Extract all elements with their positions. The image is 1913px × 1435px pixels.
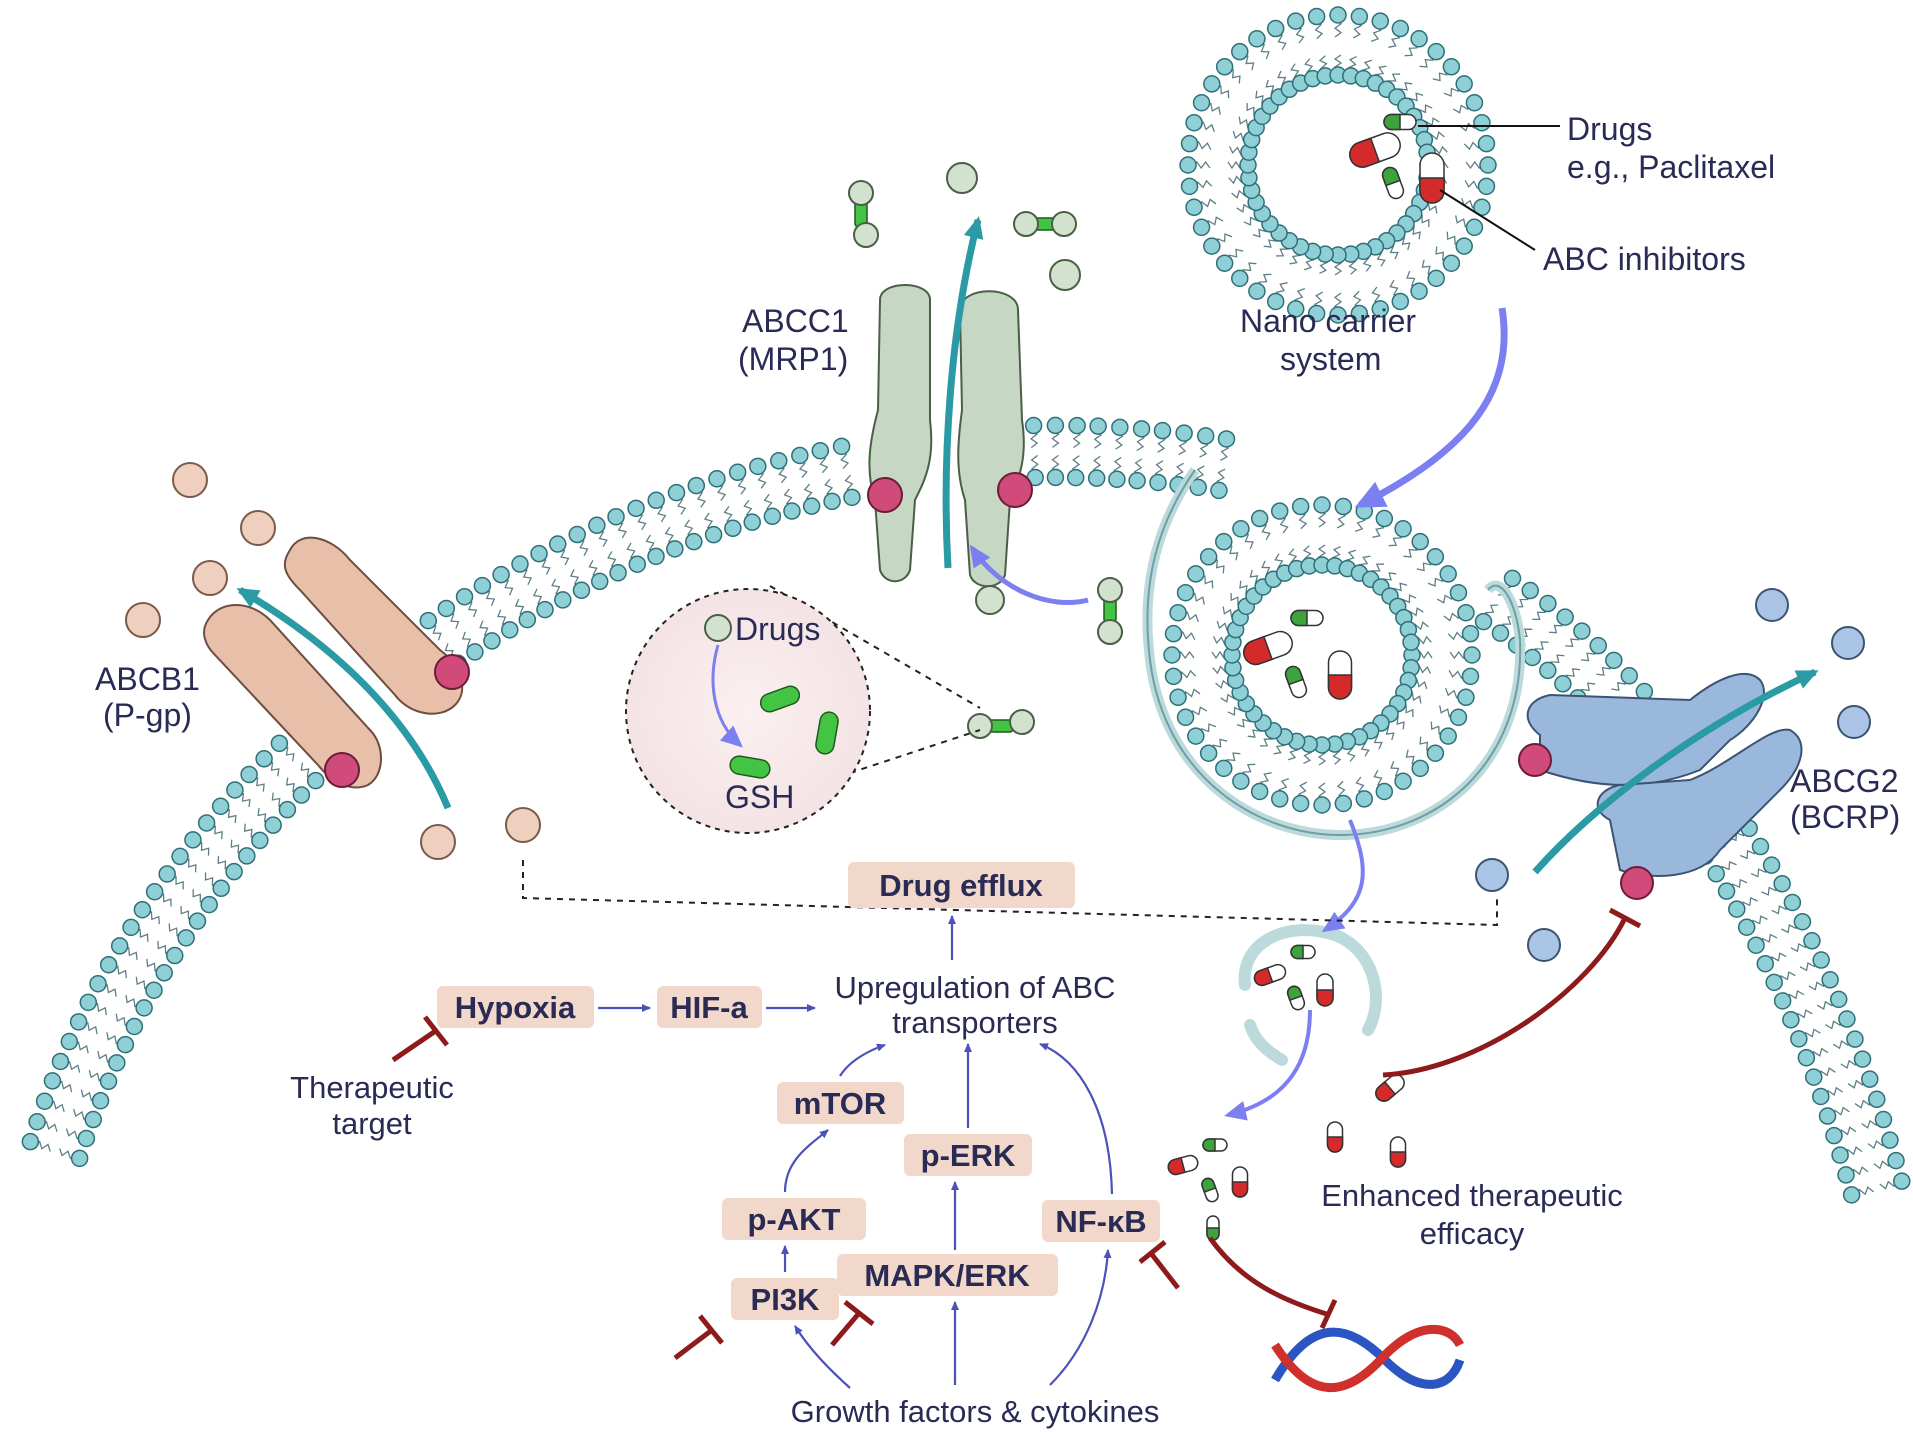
abcb1-transporter xyxy=(203,536,470,810)
abc-inhibitors-label: ABC inhibitors xyxy=(1543,241,1746,277)
nano-drugs-example: e.g., Paclitaxel xyxy=(1567,149,1775,185)
pakt-node: p-AKT xyxy=(748,1202,841,1237)
abcg2-transporter xyxy=(1518,668,1819,900)
perk-node: p-ERK xyxy=(921,1138,1016,1173)
internalized-liposome xyxy=(1163,496,1481,814)
abcg2-drug-molecules xyxy=(1475,588,1871,962)
inset-gsh-label: GSH xyxy=(725,779,794,815)
therapeutic-target-line2: target xyxy=(332,1106,412,1141)
outcome-line1: Enhanced therapeutic xyxy=(1321,1178,1623,1213)
nfkb-node: NF-κB xyxy=(1055,1204,1146,1239)
drug-capsules xyxy=(1167,113,1445,1241)
efflux-arrow-abcc1 xyxy=(942,216,984,569)
efflux-arrow-abcg2 xyxy=(1532,668,1819,875)
abcg2-name: ABCG2 xyxy=(1790,763,1898,799)
abcb1-drug-molecules xyxy=(125,462,541,860)
signaling-pathway: Drug efflux Upregulation of ABC transpor… xyxy=(290,862,1160,1429)
abcb1-name: ABCB1 xyxy=(95,661,200,697)
inset-drugs-label: Drugs xyxy=(735,611,820,647)
abcc1-transporter xyxy=(867,216,1033,588)
efflux-arrow-abcb1 xyxy=(236,586,452,810)
abcg2-alias: (BCRP) xyxy=(1790,799,1900,835)
nano-carrier-label-2: system xyxy=(1280,341,1381,377)
growth-factors-label: Growth factors & cytokines xyxy=(791,1394,1160,1429)
abcc1-name: ABCC1 xyxy=(742,303,849,339)
abcc1-drug-conjugates xyxy=(848,162,1123,739)
upregulation-line2: transporters xyxy=(892,1005,1057,1040)
nano-carrier-label-1: Nano carrier xyxy=(1240,303,1416,339)
release-to-nucleus-arrow xyxy=(1224,1009,1312,1121)
inhibition-symbols xyxy=(391,907,1642,1360)
disrupting-liposome xyxy=(1238,924,1382,1066)
nano-carrier-liposome xyxy=(1179,6,1497,324)
drug-efflux-node: Drug efflux xyxy=(879,868,1043,903)
abcc1-alias: (MRP1) xyxy=(738,341,848,377)
dna-helix xyxy=(1271,1324,1465,1393)
upregulation-line1: Upregulation of ABC xyxy=(835,970,1116,1005)
carrier-entry-arrow xyxy=(1354,307,1508,509)
therapeutic-target-line1: Therapeutic xyxy=(290,1070,454,1105)
mtor-node: mTOR xyxy=(794,1086,886,1121)
conjugate-to-abcc1-arrow xyxy=(969,544,1089,606)
nano-drugs-label: Drugs xyxy=(1567,111,1652,147)
outcome-line2: efficacy xyxy=(1420,1216,1525,1251)
gsh-conjugation-inset: Drugs GSH xyxy=(625,585,981,834)
mapk-node: MAPK/ERK xyxy=(864,1258,1030,1293)
hypoxia-node: Hypoxia xyxy=(455,990,576,1025)
pi3k-node: PI3K xyxy=(751,1282,821,1317)
hif-node: HIF-a xyxy=(670,990,748,1025)
abcb1-alias: (P-gp) xyxy=(103,697,192,733)
